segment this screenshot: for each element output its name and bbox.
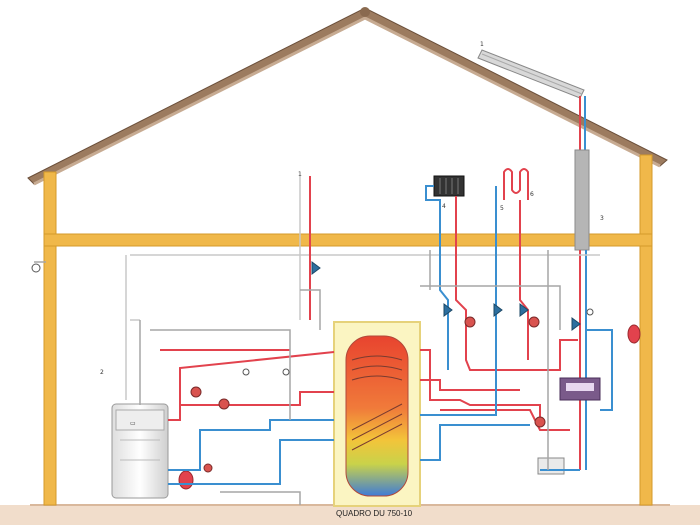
pump-icon [190, 316, 546, 473]
svg-text:1: 1 [480, 41, 484, 48]
control-panel-icon [537, 457, 565, 475]
storage-tank-icon [333, 321, 421, 507]
house-frame [43, 154, 653, 506]
svg-text:1: 1 [298, 171, 302, 178]
svg-text:▭: ▭ [130, 420, 136, 427]
boiler-icon: ▭ [111, 403, 169, 499]
floor-heating-loops [503, 168, 529, 200]
auxiliary-pipes [34, 250, 561, 505]
roof [27, 7, 668, 186]
cold-water-pipes [168, 185, 613, 485]
svg-text:4: 4 [442, 203, 446, 210]
expansion-vessel-icon [178, 470, 194, 490]
internal-walls [125, 176, 600, 400]
svg-text:5: 5 [500, 205, 504, 212]
control-panel-icon [559, 377, 601, 401]
tank-caption: QUADRO DU 750-10 [336, 509, 413, 518]
solar-collector-icon: 1 [477, 41, 585, 99]
svg-text:2: 2 [100, 369, 104, 376]
thermometer-icon [31, 263, 594, 376]
radiator-icon [433, 175, 465, 197]
expansion-vessel-icon [627, 324, 641, 344]
valve-icon [311, 261, 581, 331]
reference-numbers: 1 2 3 4 5 6 [100, 171, 604, 376]
svg-text:6: 6 [530, 191, 534, 198]
solar-pipes [574, 96, 590, 470]
ground-strip [0, 505, 700, 525]
svg-text:3: 3 [600, 215, 604, 222]
